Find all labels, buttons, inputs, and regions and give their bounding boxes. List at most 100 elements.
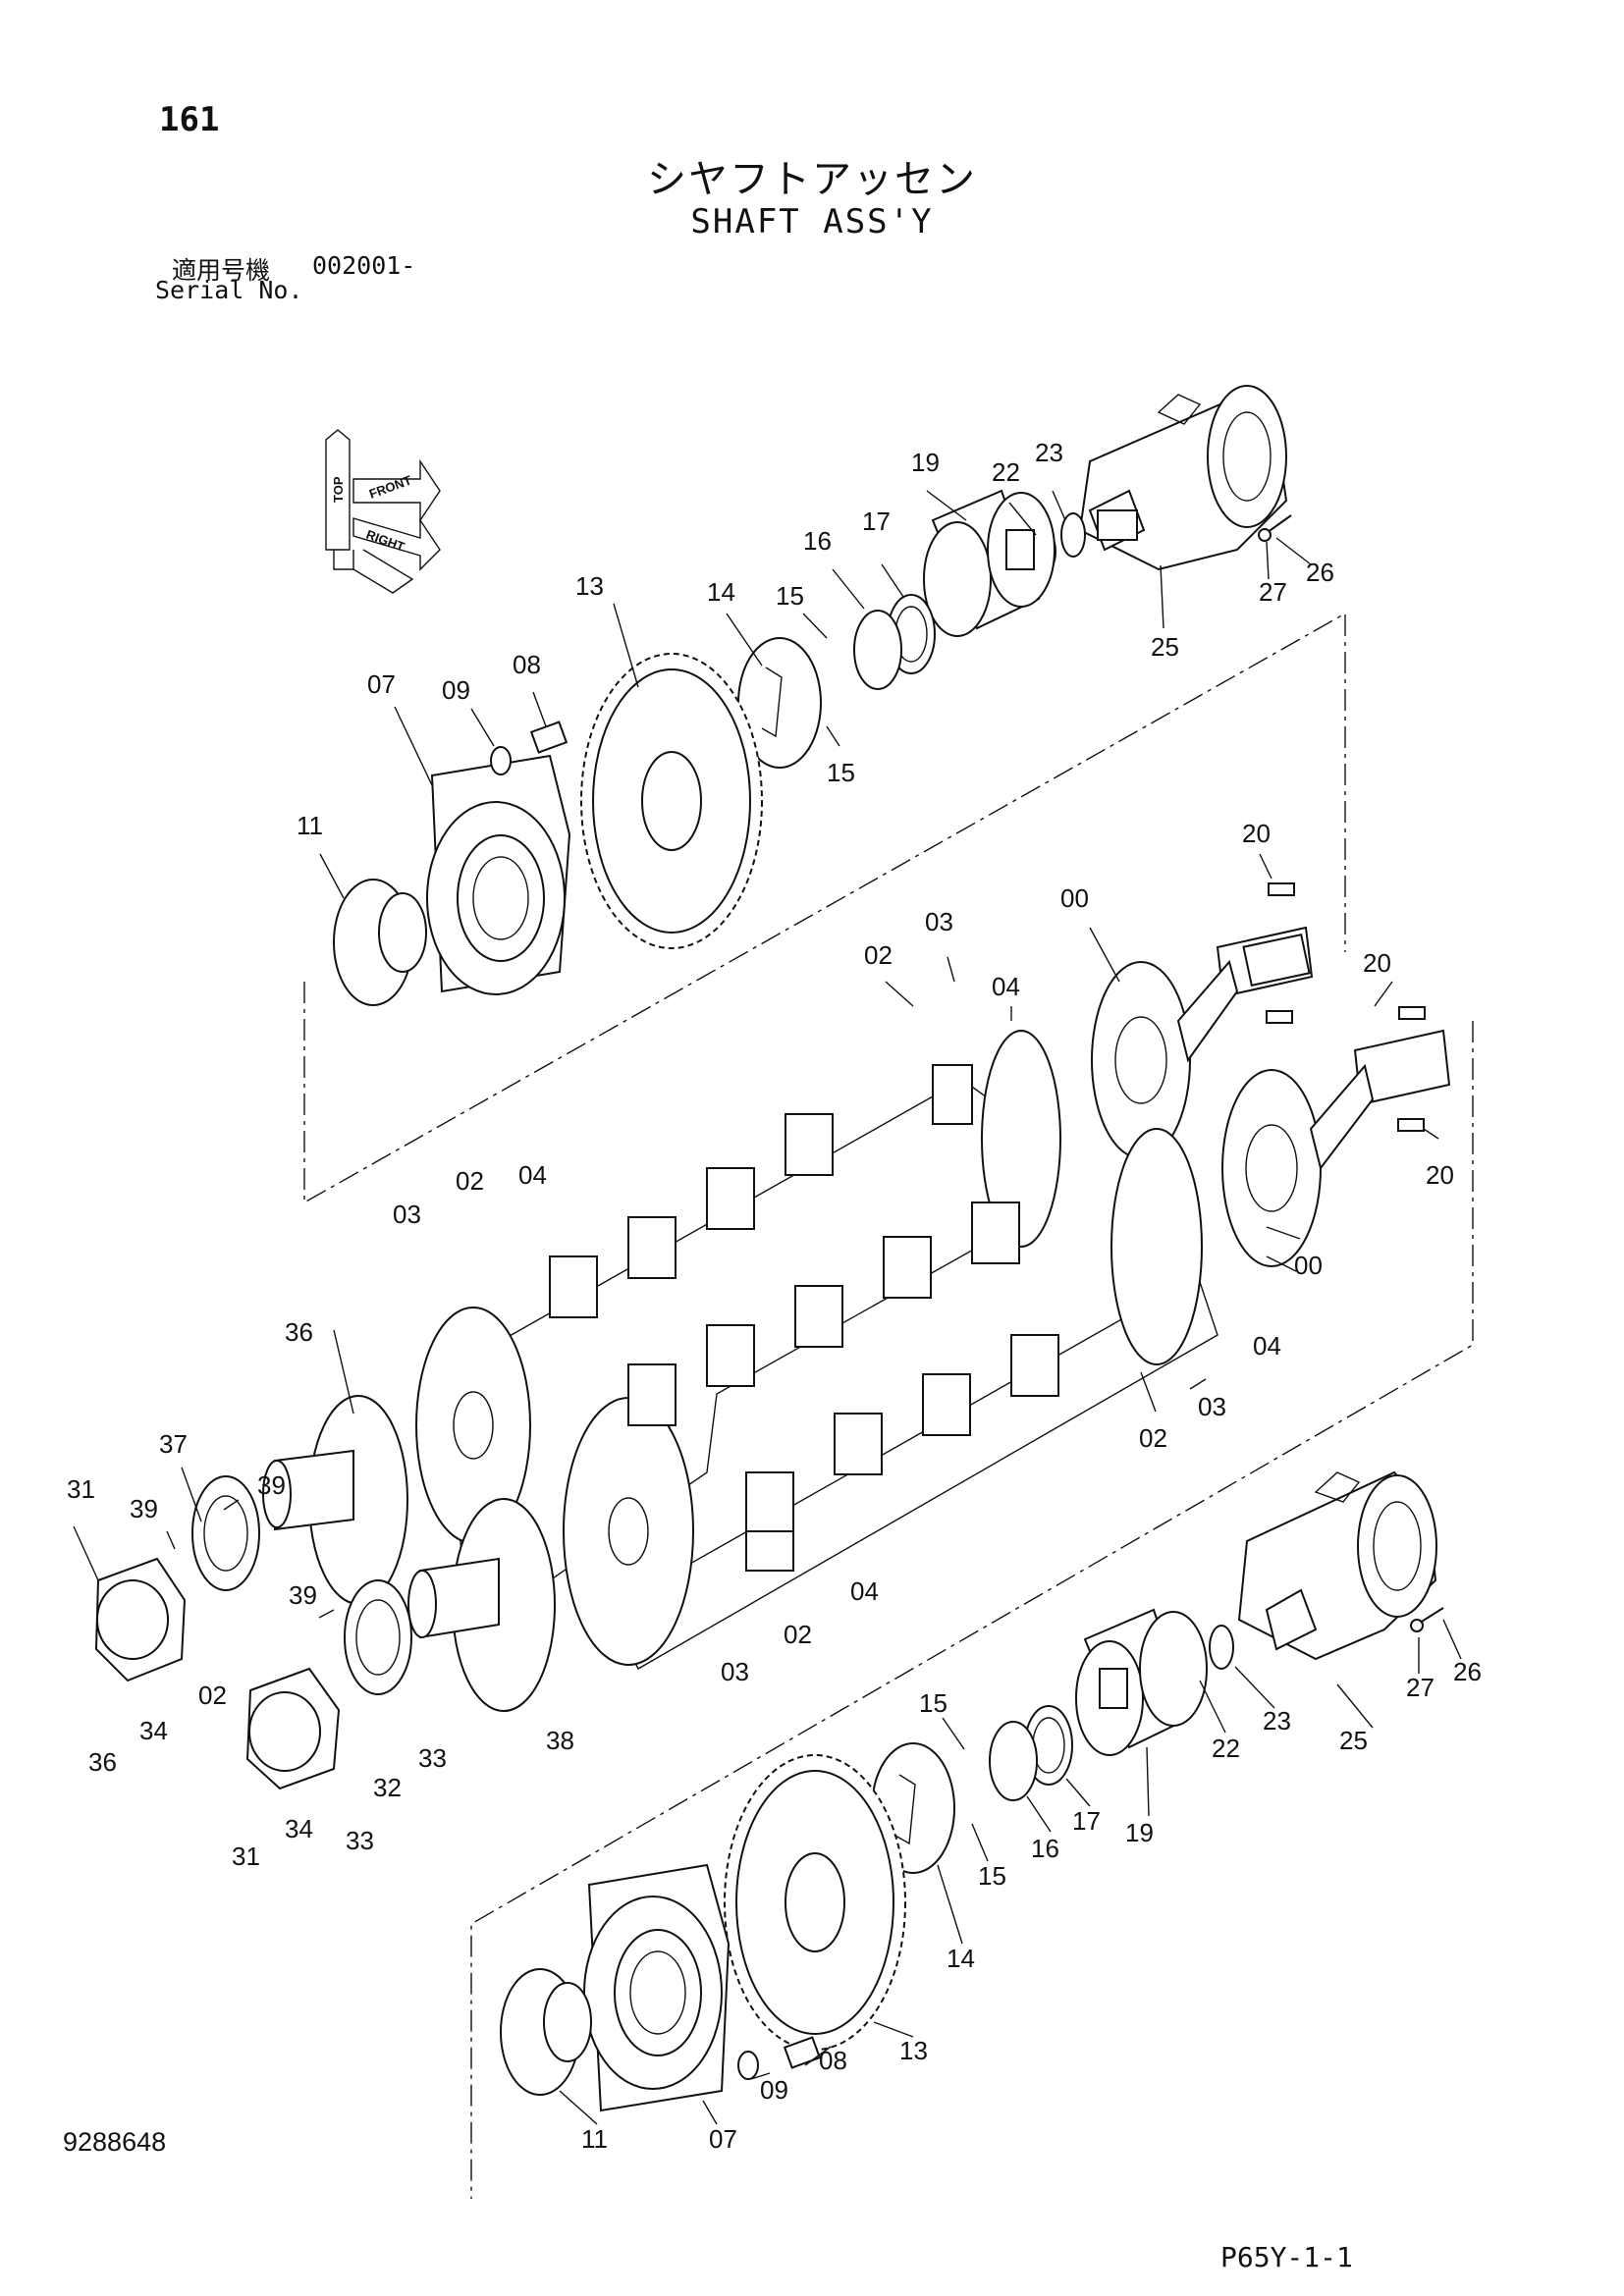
- callout-label: 02: [456, 1166, 484, 1196]
- upper-keys: [1266, 882, 1426, 1132]
- callout-label: 04: [850, 1576, 879, 1606]
- serial-label-japanese: 適用号機: [172, 256, 271, 285]
- upper-coupling: [923, 489, 1056, 637]
- callout-label: 25: [1151, 632, 1179, 662]
- lower-motor-bolt: [1410, 1607, 1444, 1632]
- direction-front-label: FRONT: [367, 472, 413, 501]
- direction-top-label: TOP: [331, 476, 346, 503]
- page-number: 161: [159, 100, 220, 139]
- callout-label: 25: [1339, 1726, 1368, 1755]
- callout-label: 14: [947, 1944, 975, 1973]
- leader-lines-lower: [559, 1619, 1462, 2125]
- callout-label: 13: [575, 571, 604, 601]
- callout-label: 33: [346, 1826, 374, 1855]
- callout-label: 27: [1259, 577, 1287, 607]
- callout-label: 04: [518, 1160, 547, 1190]
- callout-label: 04: [992, 972, 1020, 1001]
- page-title-japanese: シヤフトアッセン: [647, 157, 977, 202]
- page-title: SHAFT ASS'Y: [690, 202, 934, 241]
- callout-label: 20: [1363, 948, 1391, 978]
- callout-label: 02: [198, 1681, 227, 1710]
- upper-motor: [1078, 385, 1288, 571]
- callout-label: 39: [257, 1470, 286, 1500]
- callout-label: 38: [546, 1726, 574, 1755]
- callout-label: 04: [1253, 1331, 1281, 1361]
- upper-bolt-washer: [490, 721, 568, 775]
- rotor-assembly: [415, 1030, 1218, 1670]
- callout-label: 03: [393, 1200, 421, 1229]
- lower-coupling: [1075, 1608, 1208, 1756]
- upper-gear: [580, 653, 763, 949]
- lower-bolt-washer: [737, 2036, 822, 2080]
- callout-label: 20: [1426, 1160, 1454, 1190]
- upper-seal: [333, 879, 427, 1006]
- callout-label: 15: [919, 1688, 947, 1718]
- callout-label: 11: [297, 811, 323, 840]
- callout-label: 37: [159, 1429, 188, 1459]
- upper-bearing-housing: [426, 754, 571, 995]
- callout-labels: 19 22 23 17 16 26 27 25 13 14 15 15 08 0…: [67, 438, 1482, 2154]
- callout-label: 22: [1212, 1734, 1240, 1763]
- assembly-lines: [303, 612, 1474, 2199]
- upper-flange-shaft: [1091, 926, 1314, 1159]
- callout-label: 19: [1125, 1818, 1154, 1847]
- callout-label: 02: [864, 940, 893, 970]
- callout-label: 31: [232, 1842, 260, 1871]
- left-stub-shafts: [262, 1395, 556, 1712]
- left-bearings: [94, 1475, 412, 1790]
- callout-label: 07: [709, 2124, 737, 2154]
- callout-label: 32: [373, 1773, 402, 1802]
- callout-label: 23: [1263, 1706, 1291, 1735]
- upper-motor-bolt: [1258, 514, 1292, 542]
- callout-label: 36: [285, 1317, 313, 1347]
- callout-label: 23: [1035, 438, 1063, 467]
- callout-label: 07: [367, 669, 396, 699]
- document-number: 9288648: [63, 2127, 167, 2157]
- callout-label: 00: [1060, 883, 1089, 913]
- callout-label: 08: [513, 650, 541, 679]
- callout-label: 39: [130, 1494, 158, 1523]
- callout-label: 08: [819, 2046, 847, 2075]
- callout-label: 33: [418, 1743, 447, 1773]
- direction-indicator: TOP FRONT RIGHT: [325, 429, 441, 594]
- callout-label: 34: [285, 1814, 313, 1843]
- leader-lines: [73, 490, 1439, 1619]
- upper-thrust-plate: [737, 637, 822, 769]
- callout-label: 16: [803, 526, 832, 556]
- callout-label: 15: [978, 1861, 1006, 1891]
- callout-label: 02: [784, 1620, 812, 1649]
- serial-label: Serial No.: [155, 276, 303, 304]
- callout-label: 31: [67, 1474, 95, 1504]
- callout-label: 03: [721, 1657, 749, 1686]
- callout-label: 17: [862, 507, 891, 536]
- callout-label: 36: [88, 1747, 117, 1777]
- callout-label: 09: [760, 2075, 788, 2105]
- lower-gear: [724, 1754, 906, 2051]
- callout-label: 11: [581, 2124, 608, 2154]
- page-code: P65Y-1-1: [1220, 2241, 1353, 2273]
- callout-label: 17: [1072, 1806, 1101, 1836]
- serial-value: 002001-: [312, 251, 416, 280]
- callout-label: 03: [1198, 1392, 1226, 1421]
- lower-seal: [500, 1968, 592, 2096]
- callout-label: 27: [1406, 1673, 1435, 1702]
- callout-label: 20: [1242, 819, 1271, 848]
- callout-label: 26: [1453, 1657, 1482, 1686]
- callout-label: 19: [911, 448, 940, 477]
- upper-lock-rings: [853, 594, 936, 690]
- callout-label: 09: [442, 675, 470, 705]
- callout-label: 13: [899, 2036, 928, 2065]
- lower-lock-rings: [989, 1705, 1073, 1801]
- lower-motor: [1237, 1470, 1437, 1661]
- callout-label: 00: [1294, 1251, 1323, 1280]
- callout-label: 34: [139, 1716, 168, 1745]
- callout-label: 39: [289, 1580, 317, 1610]
- direction-right-label: RIGHT: [364, 527, 406, 555]
- callout-label: 02: [1139, 1423, 1167, 1453]
- lower-bearing-housing: [583, 1863, 731, 2112]
- callout-label: 15: [776, 581, 804, 611]
- callout-label: 14: [707, 577, 735, 607]
- callout-label: 03: [925, 907, 953, 936]
- lower-flange-shaft: [1221, 1029, 1451, 1267]
